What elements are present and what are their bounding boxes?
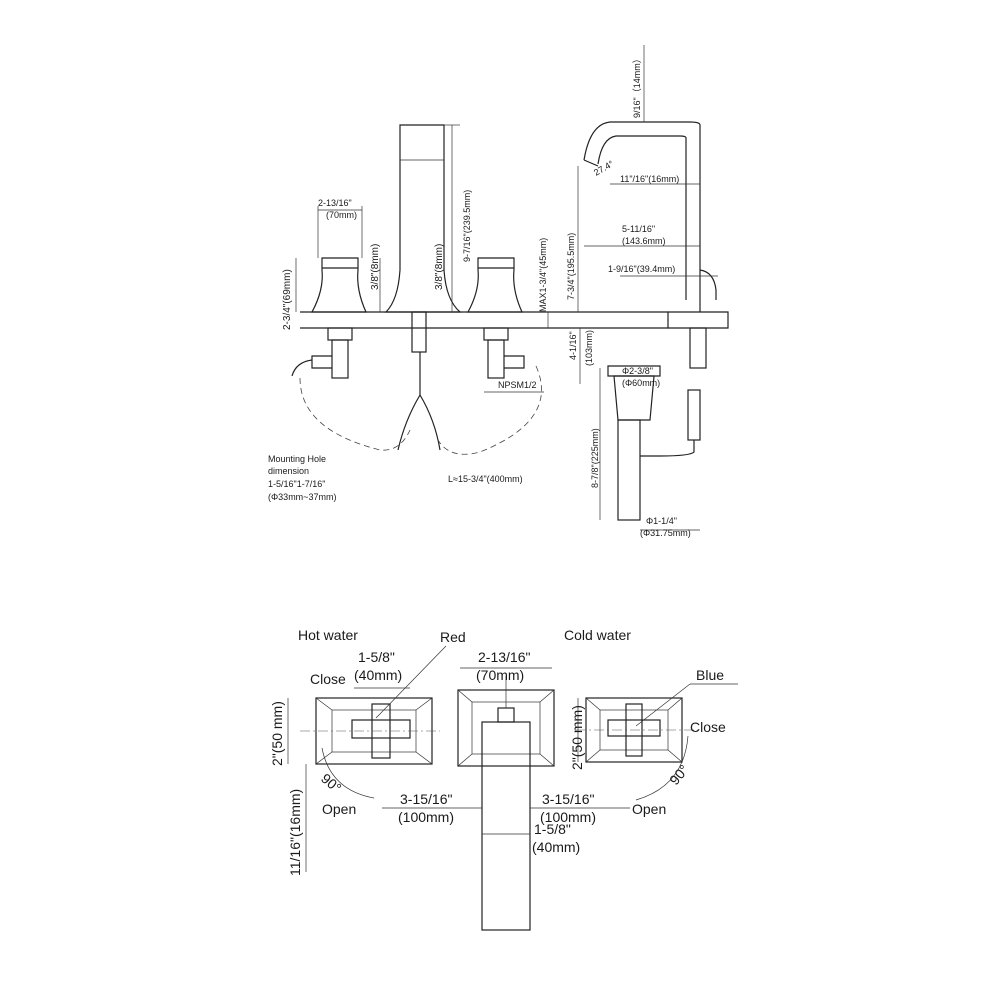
right-hose-dashed xyxy=(437,365,542,455)
label-mounting-3: 1-5/16"1-7/16" xyxy=(268,479,325,489)
left-valve-outlet xyxy=(311,355,332,369)
label-mounting-4: (Φ33mm~37mm) xyxy=(268,492,336,502)
left-handle-body xyxy=(310,257,367,313)
label-open-left: Open xyxy=(322,801,356,817)
center-spout-body xyxy=(384,124,462,313)
left-valve-nut xyxy=(327,327,353,341)
right-valve-nut xyxy=(483,327,509,341)
label-close-left: Close xyxy=(310,671,346,687)
label-drain-length: 8-7/8"(225mm) xyxy=(590,428,600,488)
leader-blue xyxy=(635,683,691,727)
center-spout-lever xyxy=(497,707,515,723)
center-spout-arm xyxy=(481,721,531,931)
right-plate-bevel-tl xyxy=(585,697,601,711)
left-lever-horizontal xyxy=(351,719,411,739)
left-plate-bevel-tr xyxy=(415,697,433,711)
spout-deck-block xyxy=(667,311,729,329)
drain-tailpiece xyxy=(617,419,641,521)
label-spout-base: 1-9/16"(39.4mm) xyxy=(608,264,675,274)
right-plate-bevel-br xyxy=(667,749,683,763)
right-valve-stem xyxy=(487,339,505,379)
label-spout-angle: 27.4° xyxy=(592,158,616,177)
label-drain-dia-mm: (Φ60mm) xyxy=(622,378,660,388)
label-close-right: Close xyxy=(690,719,726,735)
label-spout-width-mm: (70mm) xyxy=(476,667,524,683)
label-red: Red xyxy=(440,629,466,645)
label-spout-tip: 9/16"（14mm） xyxy=(632,54,642,118)
label-deck-max: MAX1-3/4"(45mm) xyxy=(538,238,548,312)
label-spout-reach: 5-11/16" xyxy=(622,224,655,234)
leader-red xyxy=(375,645,447,719)
label-cold-water: Cold water xyxy=(564,627,631,643)
spout-lever xyxy=(699,269,717,300)
label-plate-height-right: 2"(50 mm) xyxy=(569,705,585,770)
right-handle-body xyxy=(466,257,523,313)
drain-body xyxy=(613,375,655,421)
label-tail-dia-mm: (Φ31.75mm) xyxy=(640,528,691,538)
label-spout-neck-mm: (40mm) xyxy=(532,839,580,855)
label-drain-dia: Φ2-3/8" xyxy=(622,366,653,376)
left-plate-bevel-br xyxy=(415,751,433,765)
label-below-deck-mm: (103mm) xyxy=(584,330,594,366)
center-spout-shank xyxy=(411,311,427,353)
right-lever-horizontal xyxy=(607,719,661,737)
center-plate-bevel-br xyxy=(539,753,555,767)
right-plate-bevel-tr xyxy=(667,697,683,711)
label-blue: Blue xyxy=(696,667,724,683)
label-mounting-1: Mounting Hole xyxy=(268,454,326,464)
label-handle-gap: 3/8"(8mm) xyxy=(370,244,381,290)
label-spout-width: 2-13/16" xyxy=(478,649,530,665)
center-plate-bevel-tl xyxy=(457,689,473,703)
right-plate-bevel-bl xyxy=(585,749,601,763)
center-plate-bevel-tr xyxy=(539,689,555,703)
left-rotation-arc xyxy=(321,747,375,799)
drain-flange xyxy=(607,365,661,377)
label-spout-gap: 3/8"(8mm) xyxy=(434,244,445,290)
spout-hose-fitting xyxy=(687,389,701,441)
gooseneck-inner xyxy=(597,135,687,300)
label-hot-water: Hot water xyxy=(298,627,358,643)
left-plate-bevel-bl xyxy=(315,751,333,765)
left-valve-pipe xyxy=(291,359,313,377)
label-spacing-left-mm: (100mm) xyxy=(398,809,454,825)
label-spout-height: 7-3/4"(195.5mm) xyxy=(566,233,576,300)
label-angle-right: 90° xyxy=(666,761,692,788)
label-offset: 11/16"(16mm) xyxy=(287,789,303,876)
center-plate-bevel-bl xyxy=(457,753,473,767)
label-spout-body-height: 9-7/16"(239.5mm) xyxy=(462,190,472,262)
label-spacing-left: 3-15/16" xyxy=(400,791,452,807)
left-hose-dashed xyxy=(299,377,411,451)
label-plate-height-left: 2"(50 mm) xyxy=(269,701,285,766)
label-handle-height: 2-3/4"(69mm) xyxy=(282,269,293,330)
label-spout-reach-mm: (143.6mm) xyxy=(622,236,666,246)
label-angle-left: 90° xyxy=(318,770,345,796)
label-handle-width-mm: (70mm) xyxy=(326,210,357,220)
label-spout-outlet: 11"/16"(16mm) xyxy=(620,174,679,184)
left-plate-bevel-tl xyxy=(315,697,333,711)
label-hose-length: L≈15-3/4"(400mm) xyxy=(448,474,523,484)
label-below-deck: 4-1/16" xyxy=(568,331,578,360)
label-handle-width: 2-13/16" xyxy=(318,198,352,208)
label-open-right: Open xyxy=(632,801,666,817)
label-mounting-2: dimension xyxy=(268,466,309,476)
label-handle-len-mm: (40mm) xyxy=(354,667,402,683)
right-valve-outlet xyxy=(504,355,525,369)
gooseneck-outer xyxy=(583,121,701,312)
label-spacing-right-mm: (100mm) xyxy=(540,809,596,825)
side-elevation: 2-13/16" (70mm) 2-3/4"(69mm) 3/8"(8mm) 3… xyxy=(268,45,729,538)
right-rotation-arc xyxy=(635,735,689,801)
label-spacing-right: 3-15/16" xyxy=(542,791,594,807)
label-handle-len: 1-5/8" xyxy=(358,649,395,665)
spout-shank xyxy=(689,327,707,369)
label-tail-dia: Φ1-1/4" xyxy=(646,516,677,526)
spout-hose xyxy=(640,440,695,457)
gooseneck-tip xyxy=(583,159,599,167)
center-hose-split xyxy=(397,394,441,451)
label-spout-neck: 1-5/8" xyxy=(534,821,571,837)
plan-view: Hot water Cold water Red Blue Close Clos… xyxy=(269,627,738,931)
left-valve-stem xyxy=(331,339,349,379)
label-thread: NPSM1/2 xyxy=(498,380,537,390)
